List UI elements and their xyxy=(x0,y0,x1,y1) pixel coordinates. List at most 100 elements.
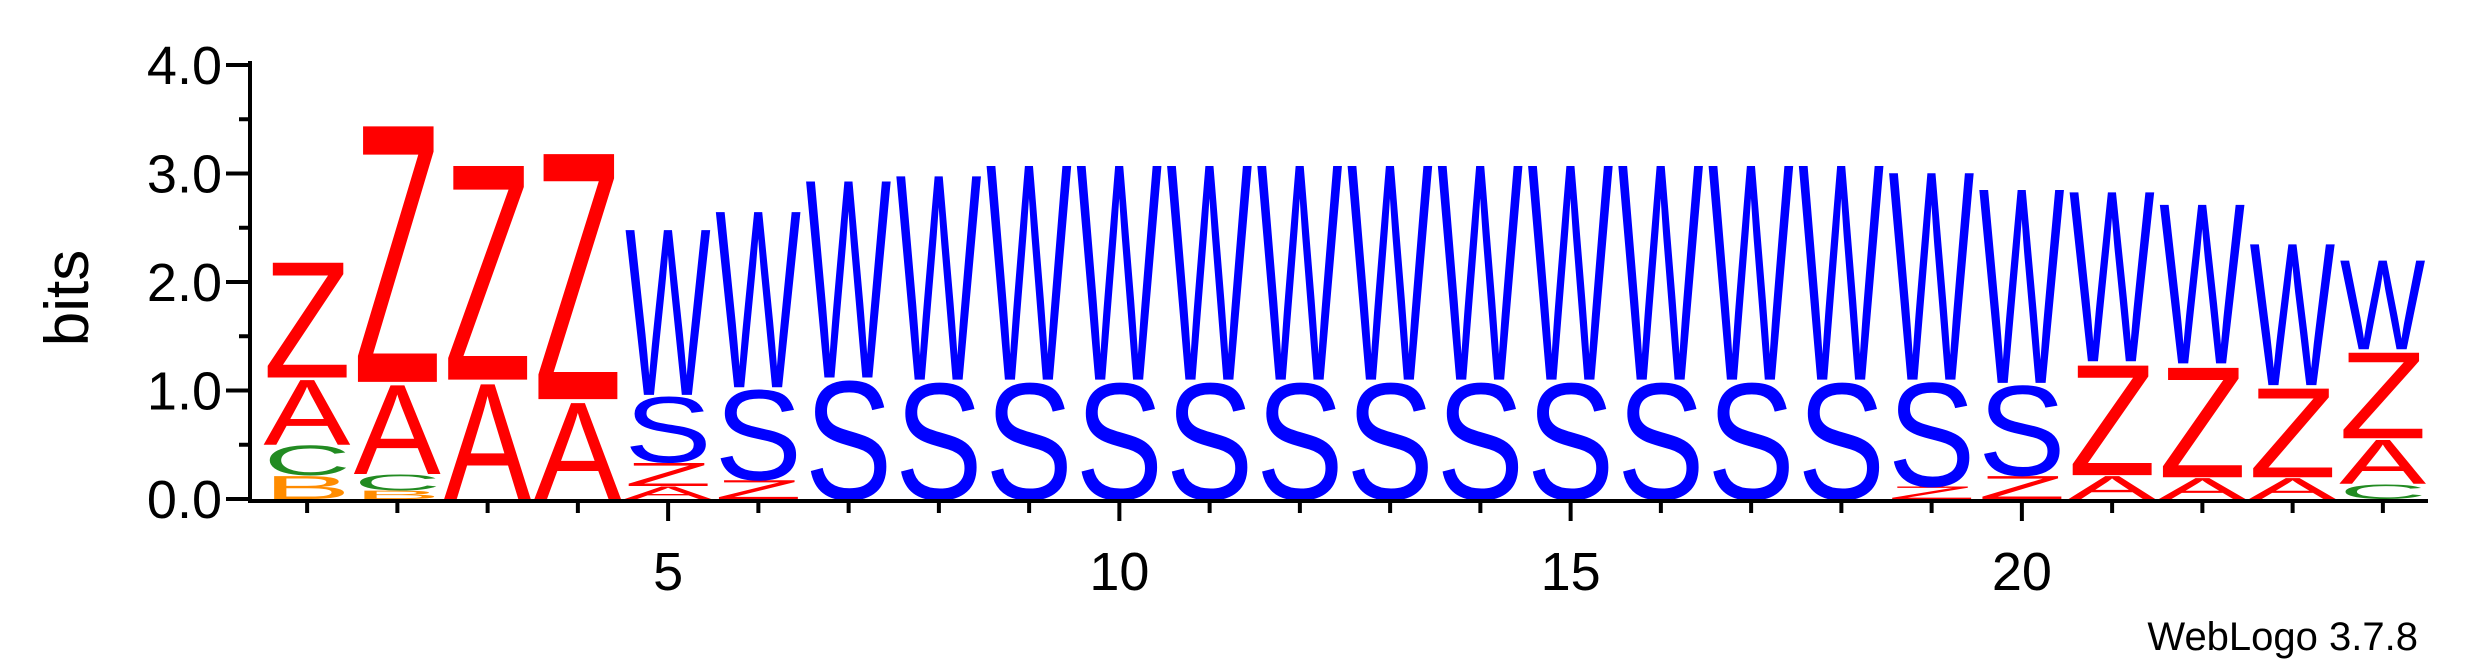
logo-letter-z: Z xyxy=(534,77,622,476)
logo-stack: SW xyxy=(1437,100,1524,535)
logo-letter-w: W xyxy=(1257,100,1342,446)
logo-stack: AZ xyxy=(534,77,622,529)
logo-letter-a: A xyxy=(354,359,442,502)
logo-letter-w: W xyxy=(1528,100,1613,446)
logo-letter-z: Z xyxy=(1888,483,1976,503)
svg-text:Z: Z xyxy=(353,46,441,461)
svg-text:Z: Z xyxy=(263,228,351,414)
logo-letter-w: W xyxy=(986,100,1071,446)
logo-letter-w: W xyxy=(1167,100,1252,446)
svg-text:C: C xyxy=(2339,480,2426,504)
svg-text:W: W xyxy=(806,120,891,438)
logo-letter-z: Z xyxy=(263,228,351,414)
svg-text:Z: Z xyxy=(534,77,622,476)
y-tick-label: 2.0 xyxy=(147,253,222,313)
svg-text:A: A xyxy=(624,483,711,503)
y-tick-label: 1.0 xyxy=(147,362,222,422)
logo-letter-w: W xyxy=(1076,100,1161,446)
svg-text:W: W xyxy=(1708,100,1793,446)
svg-text:A: A xyxy=(2339,426,2427,497)
logo-letter-w: W xyxy=(896,113,981,443)
svg-text:W: W xyxy=(2069,141,2154,414)
logo-stack: SW xyxy=(1256,100,1343,535)
svg-text:W: W xyxy=(896,113,981,443)
svg-text:Z: Z xyxy=(2068,333,2156,510)
logo-stack: SW xyxy=(1346,100,1433,535)
logo-letter-w: W xyxy=(2159,157,2244,414)
svg-text:W: W xyxy=(1618,100,1703,446)
svg-text:S: S xyxy=(1978,358,2065,503)
x-tick-label: 20 xyxy=(1992,542,2052,602)
logo-letter-z: Z xyxy=(2249,360,2337,504)
svg-text:W: W xyxy=(1528,100,1613,446)
logo-letter-w: W xyxy=(1437,100,1522,446)
svg-text:A: A xyxy=(263,360,350,465)
svg-text:W: W xyxy=(625,179,710,446)
y-axis: 0.0 1.0 2.0 3.0 4.0 xyxy=(147,36,252,530)
logo-letter-z: Z xyxy=(624,456,712,493)
logo-letter-b: B xyxy=(354,488,441,502)
logo-letter-w: W xyxy=(1889,107,1974,443)
svg-text:W: W xyxy=(715,158,800,442)
logo-stack: SW xyxy=(985,100,1072,535)
logo-stack: SW xyxy=(1707,100,1794,535)
svg-text:C: C xyxy=(354,470,441,495)
svg-text:Z: Z xyxy=(444,100,532,446)
svg-text:W: W xyxy=(2340,232,2425,377)
logo-stack: SW xyxy=(1527,100,1614,535)
logo-letter-c: C xyxy=(264,437,351,484)
y-tick-label: 3.0 xyxy=(147,145,222,205)
logo-letter-w: W xyxy=(625,179,710,446)
logo-letter-a: A xyxy=(263,360,350,465)
logo-letter-w: W xyxy=(1979,130,2064,444)
logo-stack: SW xyxy=(1076,100,1163,535)
logo-letter-s: S xyxy=(624,378,711,483)
svg-text:W: W xyxy=(1798,100,1883,446)
logo-stack: AZ xyxy=(444,100,532,535)
logo-letter-z: Z xyxy=(2339,326,2427,465)
logo-letter-w: W xyxy=(715,158,800,442)
logo-stack: ZSW xyxy=(714,158,802,507)
logo-letter-z: Z xyxy=(2068,333,2156,510)
svg-text:W: W xyxy=(1889,107,1974,443)
svg-text:W: W xyxy=(1979,130,2064,444)
logo-letter-s: S xyxy=(1978,358,2065,503)
svg-text:Z: Z xyxy=(2339,326,2427,465)
logo-stack: SW xyxy=(1798,100,1885,535)
svg-text:W: W xyxy=(2250,200,2335,429)
logo-stack: ZSW xyxy=(1888,107,1976,517)
weblogo-version-label: WebLogo 3.7.8 xyxy=(2147,615,2418,659)
logo-stack: SW xyxy=(895,113,982,534)
logo-letter-w: W xyxy=(1347,100,1432,446)
svg-text:A: A xyxy=(354,359,442,502)
logo-stack: SW xyxy=(805,120,892,536)
logo-letter-z: Z xyxy=(444,100,532,446)
logo-stack: SW xyxy=(1166,100,1253,535)
svg-text:W: W xyxy=(1437,100,1522,446)
logo-letter-w: W xyxy=(806,120,891,438)
svg-text:W: W xyxy=(1167,100,1252,446)
logo-stack: SW xyxy=(1617,100,1704,535)
y-tick-label: 4.0 xyxy=(147,36,222,96)
logo-letter-a: A xyxy=(624,483,711,503)
svg-text:W: W xyxy=(1257,100,1342,446)
logo-letter-w: W xyxy=(2340,232,2425,377)
logo-letter-c: C xyxy=(354,470,441,495)
x-tick-label: 10 xyxy=(1089,542,1149,602)
svg-text:Z: Z xyxy=(2158,335,2246,512)
logo-letter-w: W xyxy=(1618,100,1703,446)
svg-text:W: W xyxy=(986,100,1071,446)
logo-letter-z: Z xyxy=(2158,335,2246,512)
logo-letter-w: W xyxy=(1708,100,1793,446)
logo-letter-z: Z xyxy=(353,46,441,461)
logo-stack: ZSW xyxy=(1978,130,2066,506)
svg-text:W: W xyxy=(1347,100,1432,446)
y-tick-label: 0.0 xyxy=(147,470,222,530)
logo-letter-s: S xyxy=(1888,351,1975,517)
svg-text:S: S xyxy=(624,378,711,483)
